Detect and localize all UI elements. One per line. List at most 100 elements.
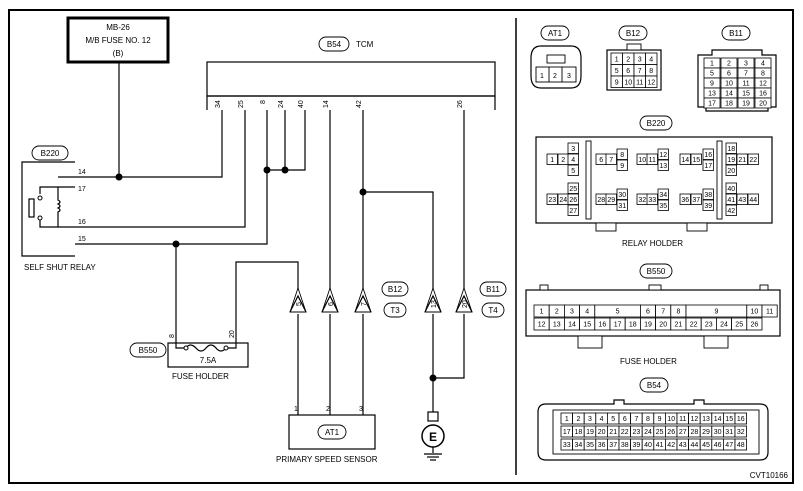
tcm-pin: 26 — [457, 100, 464, 108]
b11-cell: 11 — [742, 81, 749, 88]
b550-cell: 6 — [646, 309, 650, 316]
connector-b12-group: 5 6 7 B12 T3 — [289, 281, 409, 318]
b54-cell: 41 — [656, 442, 664, 449]
b550-cell: 11 — [766, 309, 773, 316]
b54-cell: 13 — [702, 416, 710, 423]
b11-cell: 18 — [725, 101, 733, 108]
b220-cell-box — [736, 153, 748, 165]
b11-cell: 2 — [727, 61, 731, 68]
b220-cell: 8 — [620, 152, 624, 159]
b220-cell-box — [567, 182, 579, 194]
b11-cell: 12 — [759, 81, 767, 88]
b550-cell: 1 — [540, 309, 544, 316]
relay-pin: 17 — [78, 186, 86, 193]
b220-cell: 21 — [738, 157, 746, 164]
b220-cell: 41 — [727, 197, 735, 204]
b54-cell: 5 — [611, 416, 615, 423]
b12-terminal: T3 — [390, 306, 400, 315]
b220-cell: 38 — [704, 192, 712, 199]
b54-cell: 17 — [563, 429, 571, 436]
tcm-label: TCM — [356, 40, 374, 49]
b54-cell: 32 — [737, 429, 745, 436]
b550-cell: 17 — [614, 322, 622, 329]
b220-cell: 36 — [681, 197, 689, 204]
sensor-pin: 3 — [359, 406, 363, 413]
b220-cell-box — [725, 182, 737, 194]
b11-cell: 14 — [725, 91, 733, 98]
b54-cell: 34 — [575, 442, 583, 449]
b54-cell: 7 — [634, 416, 638, 423]
b220-cell: 31 — [618, 203, 626, 210]
b220-cell-box — [567, 153, 579, 165]
b220-cell: 42 — [727, 208, 735, 215]
b12-cell: 10 — [624, 79, 632, 86]
relay-pin: 15 — [78, 236, 86, 243]
b11-cell: 6 — [727, 71, 731, 78]
b220-cell: 16 — [704, 152, 712, 159]
b220-cell: 37 — [692, 197, 700, 204]
b54-cell: 42 — [667, 442, 675, 449]
b12-cell: 1 — [615, 56, 619, 63]
b220-cell-box — [546, 193, 558, 205]
b220-cell: 40 — [727, 186, 735, 193]
sensor-label: PRIMARY SPEED SENSOR — [276, 455, 378, 464]
fuse-holder-pin: 20 — [229, 330, 236, 338]
b220-cell-box — [725, 153, 737, 165]
b11-cell: 3 — [744, 61, 748, 68]
b220-cell: 1 — [550, 157, 554, 164]
b550-cell: 16 — [599, 322, 607, 329]
b54-cell: 46 — [714, 442, 722, 449]
b550-cell: 20 — [659, 322, 667, 329]
b11-cell: 10 — [725, 81, 733, 88]
b54-cell: 38 — [621, 442, 629, 449]
b11-cell: 17 — [708, 101, 716, 108]
b12-cell: 4 — [649, 56, 653, 63]
b11-cell: 1 — [710, 61, 714, 68]
b550-cell-box — [746, 317, 763, 331]
b550-cell: 14 — [568, 322, 576, 329]
fuse-holder-pin: 8 — [169, 334, 176, 338]
junction-dots — [115, 166, 437, 382]
fuse-holder-b550: B550 8 20 7.5A FUSE HOLDER — [129, 330, 249, 381]
b11-cell-box — [737, 97, 755, 109]
b54-cell: 48 — [737, 442, 745, 449]
b220-cell-box — [702, 148, 714, 160]
b550-cell: 10 — [751, 309, 759, 316]
b550-cell: 23 — [705, 322, 713, 329]
b54-cell: 11 — [679, 416, 686, 423]
b220-cell: 39 — [704, 203, 712, 210]
b220-cell: 20 — [727, 168, 735, 175]
b11-cell: 9 — [710, 81, 714, 88]
b550-view-code: B550 — [647, 267, 666, 276]
b11-cell: 19 — [742, 101, 750, 108]
b12-pin: 7 — [361, 302, 368, 306]
primary-speed-sensor: AT1 1 2 3 PRIMARY SPEED SENSOR — [276, 406, 378, 464]
b220-cell-box — [567, 193, 579, 205]
b220-cell-box — [725, 142, 737, 154]
b12-cell: 3 — [638, 56, 642, 63]
b12-cell: 7 — [638, 68, 642, 75]
connector-view-at1: AT1 1 2 3 — [530, 25, 582, 89]
b11-cell-box — [703, 97, 721, 109]
b11-cell: 5 — [710, 71, 714, 78]
self-shut-relay: B220 SELF SHUT RELAY 14 17 16 15 — [21, 145, 96, 272]
b220-cell: 11 — [649, 157, 656, 164]
b11-cell: 8 — [761, 71, 765, 78]
b11-pin: 20 — [462, 300, 469, 308]
b54-cell: 23 — [633, 429, 641, 436]
b11-terminal: T4 — [488, 306, 498, 315]
b54-view-code: B54 — [647, 381, 662, 390]
b220-cell-box — [646, 153, 658, 165]
b54-cell: 47 — [725, 442, 733, 449]
b12-cell-box — [645, 75, 658, 88]
b550-cell: 5 — [616, 309, 620, 316]
b54-cell: 16 — [737, 416, 745, 423]
b12-cell: 11 — [636, 79, 643, 86]
b220-cell: 26 — [569, 197, 577, 204]
b11-cell: 4 — [761, 61, 765, 68]
b220-cell: 22 — [749, 157, 757, 164]
b220-cell: 35 — [659, 203, 667, 210]
